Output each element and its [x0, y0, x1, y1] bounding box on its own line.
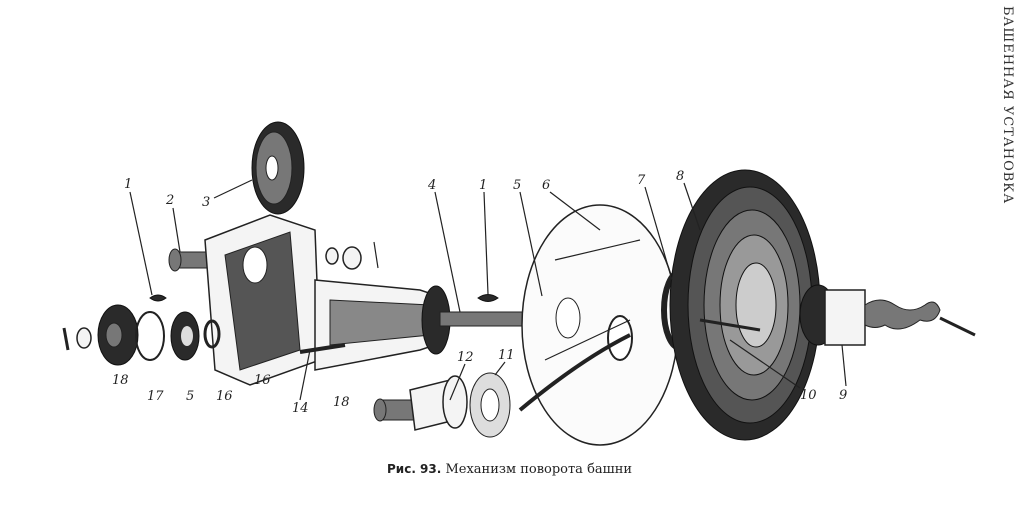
- disk-6: [518, 204, 679, 446]
- part-9: [799, 284, 976, 346]
- shaft-4: [439, 311, 531, 327]
- label-18b: 18: [333, 395, 350, 410]
- label-6: 6: [542, 178, 550, 193]
- bolt-14: [299, 343, 346, 354]
- label-17: 17: [147, 389, 164, 404]
- label-15: 16: [254, 373, 271, 388]
- label-4: 4: [427, 178, 436, 193]
- label-2: 2: [165, 193, 174, 208]
- label-5b: 5: [186, 389, 194, 404]
- label-3: 3: [202, 195, 210, 210]
- leader-lines: [129, 179, 847, 401]
- gear-18: [62, 304, 139, 366]
- label-16: 16: [216, 389, 233, 404]
- label-8: 8: [676, 169, 684, 184]
- bearing-5b: [170, 311, 200, 361]
- label-10: 10: [800, 388, 817, 403]
- figure-number: Рис. 93.: [387, 462, 442, 476]
- label-5: 5: [513, 178, 521, 193]
- label-1: 1: [124, 177, 132, 192]
- label-12: 12: [457, 350, 474, 365]
- part-12: [373, 375, 468, 431]
- wheel-8: [669, 169, 821, 441]
- label-7: 7: [637, 173, 646, 188]
- nut-and-pin: [325, 241, 379, 270]
- figure-title: Механизм поворота башни: [445, 462, 633, 477]
- running-header: БАШЕННАЯ УСТАНОВКА: [1000, 6, 1015, 205]
- label-9: 9: [839, 388, 847, 403]
- label-1b: 1: [479, 178, 487, 193]
- label-14: 14: [292, 401, 309, 416]
- gasket-11: [469, 372, 511, 438]
- housing: [204, 214, 451, 386]
- key-1b: [477, 294, 499, 302]
- gear-3: [251, 121, 305, 215]
- label-18: 18: [112, 373, 129, 388]
- label-11: 11: [498, 348, 515, 363]
- key-1: [149, 294, 167, 302]
- figure-caption: Рис. 93. Механизм поворота башни: [387, 462, 632, 477]
- ring-17: [135, 311, 165, 361]
- ring-16: [203, 319, 221, 349]
